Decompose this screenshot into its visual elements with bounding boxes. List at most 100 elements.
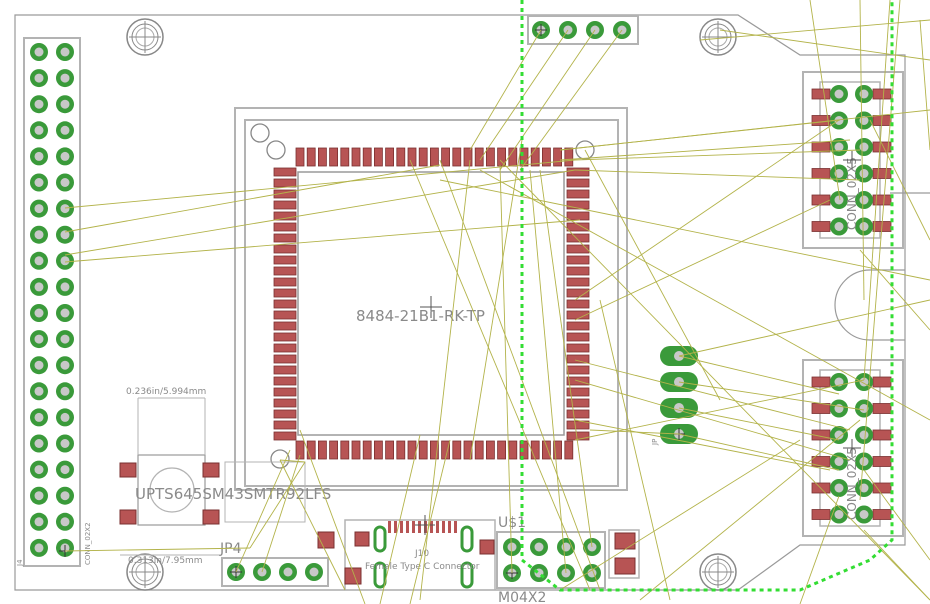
qfp-pad xyxy=(497,440,507,460)
qfp-pad xyxy=(340,440,350,460)
jp4-label: JP4 xyxy=(219,541,242,557)
qfp-pad xyxy=(566,167,590,177)
qfp-pad xyxy=(418,147,428,167)
airwire xyxy=(409,439,451,604)
airwire xyxy=(678,433,840,471)
qfp-pad xyxy=(273,211,297,221)
qfp-pad xyxy=(351,440,361,460)
usbc-shield-pad xyxy=(373,525,387,553)
airwires xyxy=(64,0,930,604)
qfp-pad xyxy=(564,147,574,167)
right-connector-top-label: CONN_02X5 xyxy=(845,157,859,230)
qfp-pad xyxy=(362,440,372,460)
qfp-pad xyxy=(273,376,297,386)
right-connector-top-inner xyxy=(819,81,881,239)
connector-pad xyxy=(855,452,873,471)
airwire xyxy=(299,429,366,604)
usbc-ref-label: J10 xyxy=(414,549,429,559)
usbc-shield-pad xyxy=(460,525,474,553)
qfp-pad xyxy=(317,147,327,167)
connector-pad xyxy=(855,399,873,418)
qfp-pad xyxy=(530,440,540,460)
connector-pad xyxy=(855,479,873,497)
m04x2-label: M04X2 xyxy=(498,590,546,604)
usbc-pin xyxy=(442,521,445,533)
qfp-pad xyxy=(519,147,529,167)
connector-tab xyxy=(811,88,831,100)
qfp-pad xyxy=(429,440,439,460)
j4-pad xyxy=(56,330,74,349)
airwire xyxy=(574,359,851,431)
chip-qfp-pads xyxy=(273,147,590,460)
usbc-pin xyxy=(388,521,391,533)
chip-fiducial xyxy=(250,123,270,143)
usbc-pin xyxy=(454,521,457,533)
airwire xyxy=(539,169,593,548)
qfp-pad xyxy=(273,233,297,243)
j4-pad xyxy=(56,356,74,375)
usbc-pin xyxy=(436,521,439,533)
connector-tab xyxy=(872,509,892,520)
j4-pad xyxy=(30,251,48,270)
jp4-outline xyxy=(221,557,329,587)
j4-side-label: CONN_02X2 xyxy=(84,522,92,565)
qfp-pad xyxy=(485,440,495,460)
usbc-pin xyxy=(394,521,397,533)
qfp-pad xyxy=(429,147,439,167)
j4-pad xyxy=(30,69,48,88)
airwire xyxy=(64,547,251,552)
qfp-pad xyxy=(295,440,305,460)
u1-label: U$1 xyxy=(498,515,526,531)
usbc-outline xyxy=(344,519,496,591)
qfp-pad xyxy=(385,440,395,460)
qfp-pad xyxy=(273,244,297,254)
airwire xyxy=(469,29,542,151)
j4-pad xyxy=(30,356,48,375)
j4-pad xyxy=(56,199,74,218)
airwire xyxy=(559,439,801,591)
usbc-small-pad xyxy=(344,567,362,585)
usbc-small-pad xyxy=(479,539,495,555)
airwire xyxy=(379,434,421,604)
qfp-pad xyxy=(566,343,590,353)
edge-cutout xyxy=(834,269,905,341)
usbc-shield-pad xyxy=(460,561,474,589)
qfp-pad xyxy=(306,147,316,167)
qfp-pad xyxy=(508,440,518,460)
usbc-pin xyxy=(448,521,451,533)
top-header-pads xyxy=(532,21,631,39)
switch-dimension-bottom: 0.313in/7.95mm xyxy=(128,556,203,566)
qfp-pad xyxy=(566,431,590,441)
j4-pad xyxy=(56,147,74,166)
connector-pad xyxy=(830,217,848,236)
airwire xyxy=(678,355,840,395)
qfp-pad xyxy=(418,440,428,460)
qfp-pad xyxy=(452,147,462,167)
header-j4-pads xyxy=(30,43,74,557)
airwire xyxy=(559,109,930,151)
airwire xyxy=(678,299,930,357)
airwire xyxy=(499,164,513,574)
qfp-pad xyxy=(273,310,297,320)
qfp-pad xyxy=(273,354,297,364)
qfp-pad xyxy=(566,321,590,331)
j4-pad xyxy=(56,460,74,479)
smd-pad-outline xyxy=(608,529,640,579)
j4-pad xyxy=(30,199,48,218)
airwire xyxy=(249,461,306,549)
qfp-pad xyxy=(553,147,562,167)
airwire xyxy=(809,0,841,201)
qfp-pad xyxy=(566,332,590,342)
qfp-pad xyxy=(485,147,495,167)
mounting-hole xyxy=(126,18,164,56)
switch-pad xyxy=(202,462,220,478)
qfp-pad xyxy=(385,147,395,167)
m04x2-pad xyxy=(530,564,548,582)
jp4-pad xyxy=(279,563,297,581)
qfp-pad xyxy=(340,147,350,167)
qfp-pad xyxy=(273,420,297,430)
airwire xyxy=(799,495,840,604)
qfp-pad xyxy=(317,440,327,460)
chip-fiducial xyxy=(575,140,595,160)
